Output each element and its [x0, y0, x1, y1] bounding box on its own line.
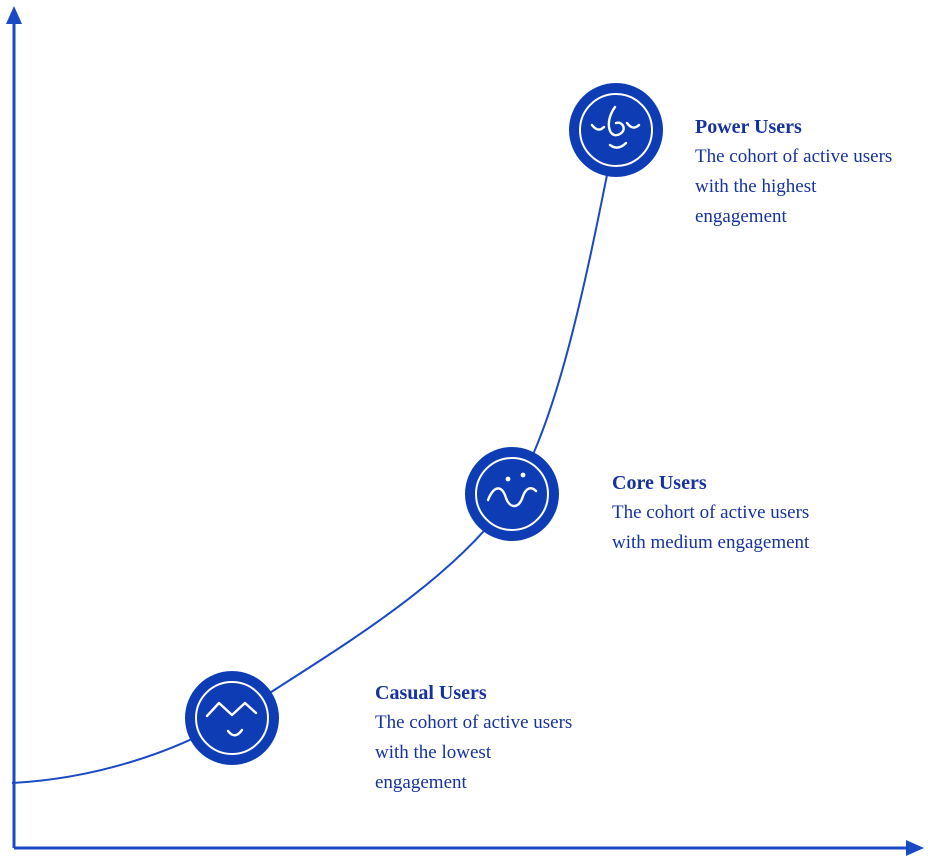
power-users-node	[569, 83, 663, 177]
core-face-icon	[486, 472, 538, 508]
casual-face-icon	[205, 701, 258, 737]
y-axis-arrow-icon	[6, 6, 22, 24]
core-users-title: Core Users	[612, 472, 707, 494]
casual-users-badge	[185, 671, 279, 765]
casual-users-node	[185, 671, 279, 765]
core-users-ring	[475, 457, 549, 531]
power-users-label: Power Users The cohort of active users w…	[695, 112, 907, 232]
core-users-node	[465, 447, 559, 541]
core-users-description: The cohort of active users with medium e…	[612, 502, 810, 553]
x-axis-arrow-icon	[906, 840, 924, 856]
casual-users-label: Casual Users The cohort of active users …	[375, 678, 587, 798]
core-users-badge	[465, 447, 559, 541]
power-users-badge	[569, 83, 663, 177]
power-users-description: The cohort of active users with the high…	[695, 146, 893, 227]
core-users-label: Core Users The cohort of active users wi…	[612, 468, 824, 558]
power-users-ring	[579, 93, 653, 167]
growth-curve	[11, 129, 617, 784]
power-face-icon	[590, 105, 641, 149]
casual-users-title: Casual Users	[375, 682, 487, 704]
casual-users-ring	[195, 681, 269, 755]
casual-users-description: The cohort of active users with the lowe…	[375, 712, 573, 793]
power-users-title: Power Users	[695, 116, 802, 138]
